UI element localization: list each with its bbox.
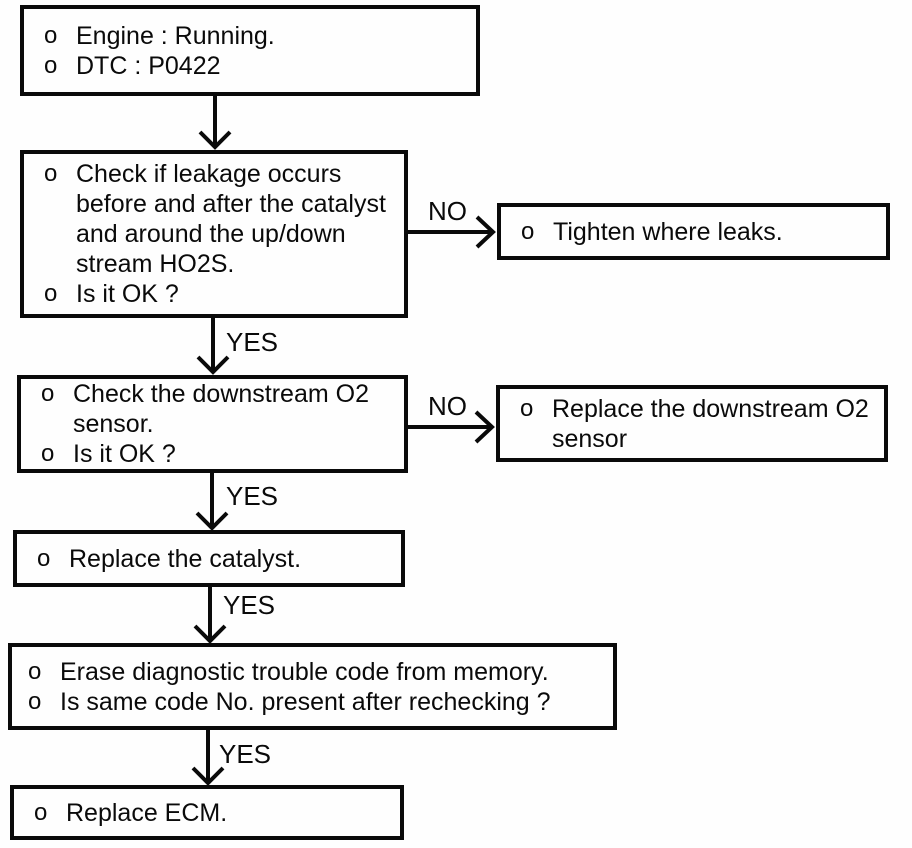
list-item: o Replace the catalyst.	[37, 544, 389, 574]
box-check-leakage: o Check if leakage occurs before and aft…	[20, 150, 408, 318]
list-item: o Replace ECM.	[34, 798, 388, 828]
branch-label-yes: YES	[226, 481, 279, 511]
list-item: o DTC : P0422	[44, 51, 464, 81]
list-item-text: Is it OK ?	[76, 280, 179, 308]
bullet-marker: o	[521, 217, 535, 245]
list-item: o Check the downstream O2 sensor.	[41, 379, 392, 439]
arrow-start-to-check-leakage	[198, 96, 232, 150]
list-item-text: Replace the catalyst.	[69, 544, 302, 573]
list-item-text: Erase diagnostic trouble code from memor…	[60, 657, 549, 686]
box-replace-catalyst: o Replace the catalyst.	[13, 530, 405, 587]
box-replace-ecm: o Replace ECM.	[10, 785, 404, 840]
list-item: o Is it OK ?	[44, 279, 392, 309]
bullet-marker: o	[41, 380, 55, 407]
branch-label-no: NO	[428, 391, 467, 421]
list-item: o Erase diagnostic trouble code from mem…	[28, 657, 601, 687]
arrow-check-leakage-yes	[196, 318, 230, 375]
bullet-marker: o	[44, 21, 58, 49]
bullet-marker: o	[28, 657, 42, 685]
bullet-marker: o	[44, 280, 58, 307]
branch-label-yes: YES	[223, 590, 276, 620]
list-item-text: Engine : Running.	[76, 21, 275, 50]
bullet-marker: o	[34, 798, 48, 826]
box-tighten-leaks: o Tighten where leaks.	[497, 203, 890, 260]
bullet-marker: o	[44, 160, 58, 187]
list-item-text: DTC : P0422	[76, 51, 221, 80]
branch-label-yes: YES	[226, 327, 279, 357]
bullet-marker: o	[37, 544, 51, 572]
box-check-downstream-sensor: o Check the downstream O2 sensor. o Is i…	[17, 375, 408, 473]
bullet-marker: o	[28, 687, 42, 715]
bullet-marker: o	[41, 440, 55, 467]
list-item-text: Replace ECM.	[66, 798, 228, 827]
branch-label-no: NO	[428, 196, 467, 226]
list-item-text: Tighten where leaks.	[553, 217, 783, 246]
bullet-marker: o	[44, 51, 58, 79]
list-item: o Check if leakage occurs before and aft…	[44, 159, 392, 279]
list-item-text: Replace the downstream O2 sensor	[552, 394, 869, 453]
list-item: o Is it OK ?	[41, 439, 392, 469]
list-item-text: Is same code No. present after recheckin…	[60, 687, 551, 716]
list-item: o Engine : Running.	[44, 21, 464, 51]
list-item: o Is same code No. present after recheck…	[28, 687, 601, 717]
list-item: o Tighten where leaks.	[521, 217, 874, 247]
box-start-conditions: o Engine : Running. o DTC : P0422	[20, 5, 480, 96]
arrow-replace-catalyst-yes	[193, 587, 227, 644]
list-item-text: Check if leakage occurs before and after…	[76, 160, 386, 278]
list-item-text: Check the downstream O2 sensor.	[73, 380, 369, 438]
bullet-marker: o	[520, 394, 534, 422]
box-replace-downstream-sensor: o Replace the downstream O2 sensor	[496, 385, 888, 462]
arrow-check-downstream-yes	[195, 473, 229, 531]
branch-label-yes: YES	[219, 739, 272, 769]
list-item: o Replace the downstream O2 sensor	[520, 394, 872, 454]
list-item-text: Is it OK ?	[73, 440, 176, 468]
box-erase-dtc: o Erase diagnostic trouble code from mem…	[8, 643, 617, 730]
